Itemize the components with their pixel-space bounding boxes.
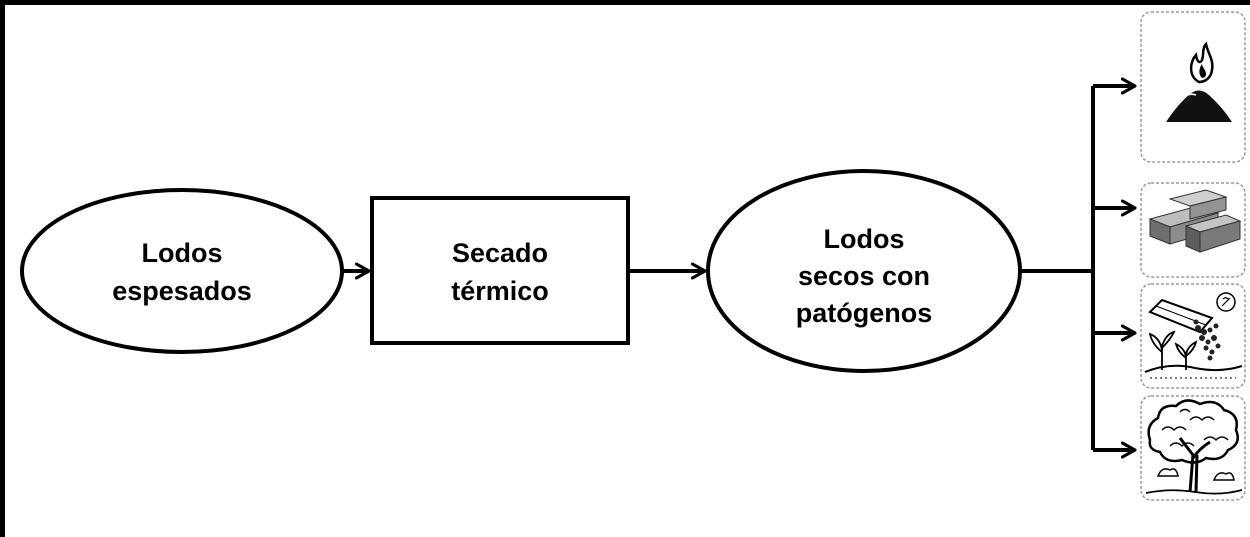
node-thermal-drying-line-2: térmico <box>451 276 549 306</box>
burning-fuel-pile-icon <box>1140 11 1246 163</box>
bricks-icon <box>1140 182 1246 278</box>
soil-fertilizer-plants-icon <box>1140 283 1246 389</box>
node-dried-sludge-line-2: secos con <box>798 261 930 291</box>
node-thickened-sludge: Lodos espesados <box>20 188 344 354</box>
node-dried-sludge: Lodos secos con patógenos <box>706 169 1022 373</box>
branch-connector <box>1020 86 1095 450</box>
trees-icon <box>1140 395 1246 501</box>
node-thermal-drying-line-1: Secado <box>452 238 548 268</box>
node-dried-sludge-line-3: patógenos <box>796 298 933 328</box>
node-thickened-sludge-line-2: espesados <box>112 276 252 306</box>
node-thermal-drying: Secado térmico <box>370 196 630 345</box>
node-thickened-sludge-line-1: Lodos <box>142 238 223 268</box>
node-dried-sludge-line-1: Lodos <box>824 224 905 254</box>
